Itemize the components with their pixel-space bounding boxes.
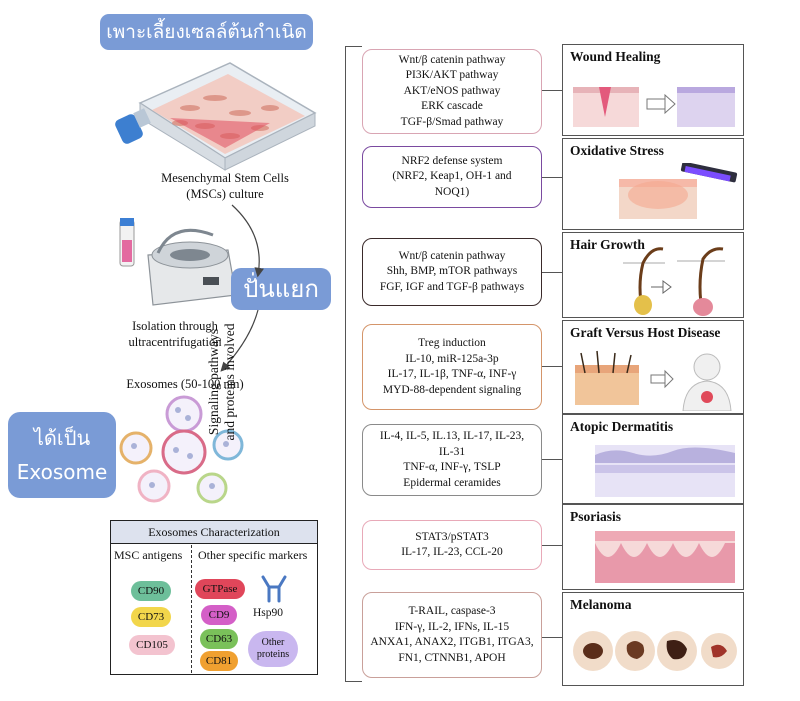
hair-growth-illustration bbox=[623, 247, 725, 316]
cd9-marker: CD9 bbox=[201, 605, 237, 625]
psoriasis-illustration bbox=[595, 531, 735, 583]
pathway-box-atopic: IL-4, IL-5, IL.13, IL-17, IL-23, IL-31 T… bbox=[362, 424, 542, 496]
connector bbox=[542, 366, 562, 367]
characterization-title: Exosomes Characterization bbox=[111, 521, 317, 544]
cd105-marker: CD105 bbox=[129, 635, 175, 655]
connector bbox=[542, 90, 562, 91]
pathway-box-gvhd: Treg induction IL-10, miR-125a-3p IL-17,… bbox=[362, 324, 542, 410]
gvhd-illustration bbox=[575, 350, 732, 411]
result-label: ได้เป็น Exosome bbox=[8, 412, 116, 498]
oxidative-stress-illustration bbox=[619, 163, 738, 219]
isolation-caption: Isolation through ultracentrifugation bbox=[128, 319, 222, 349]
melanoma-illustration bbox=[573, 631, 737, 671]
cd63-marker: CD63 bbox=[200, 629, 238, 649]
gtpase-marker: GTPase bbox=[195, 579, 245, 599]
disease-panel-oxidative-stress: Oxidative Stress bbox=[562, 138, 744, 230]
atopic-dermatitis-illustration bbox=[595, 445, 735, 497]
connector bbox=[542, 545, 562, 546]
msc-caption: Mesenchymal Stem Cells (MSCs) culture bbox=[161, 171, 289, 201]
pathway-box-hair: Wnt/β catenin pathway Shh, BMP, mTOR pat… bbox=[362, 238, 542, 306]
pathway-box-melanoma: T-RAIL, caspase-3 IFN-γ, IL-2, IFNs, IL-… bbox=[362, 592, 542, 678]
connector bbox=[542, 272, 562, 273]
disease-panel-wound-healing: Wound Healing bbox=[562, 44, 744, 136]
connector bbox=[542, 459, 562, 460]
exosome-vesicles-illustration bbox=[119, 395, 244, 504]
cd90-marker: CD90 bbox=[131, 581, 171, 601]
cd81-marker: CD81 bbox=[200, 651, 238, 671]
pathway-box-wound: Wnt/β catenin pathway PI3K/AKT pathway A… bbox=[362, 49, 542, 134]
connector bbox=[542, 637, 562, 638]
disease-panel-atopic-dermatitis: Atopic Dermatitis bbox=[562, 414, 744, 504]
culture-label: เพาะเลี้ยงเซลล์ต้นกำเนิด bbox=[100, 14, 313, 50]
connector bbox=[345, 46, 362, 47]
characterization-table: Exosomes Characterization MSC antigens O… bbox=[110, 520, 318, 675]
other-markers-header: Other specific markers bbox=[198, 548, 308, 562]
hsp90-icon bbox=[261, 575, 287, 603]
disease-panel-melanoma: Melanoma bbox=[562, 592, 744, 686]
hsp90-label: Hsp90 bbox=[253, 607, 284, 619]
cd73-marker: CD73 bbox=[131, 607, 171, 627]
msc-antigens-header: MSC antigens bbox=[114, 548, 183, 562]
column-divider bbox=[191, 545, 192, 673]
wound-healing-illustration bbox=[573, 87, 735, 127]
culture-flask-illustration bbox=[115, 62, 317, 171]
exosome-size-caption: Exosomes (50-100 nm) bbox=[126, 377, 244, 391]
connector bbox=[345, 681, 362, 682]
disease-panel-psoriasis: Psoriasis bbox=[562, 504, 744, 590]
disease-panel-gvhd: Graft Versus Host Disease bbox=[562, 320, 744, 414]
bracket-line bbox=[345, 46, 346, 682]
disease-panel-hair-growth: Hair Growth bbox=[562, 232, 744, 318]
centrifuge-illustration bbox=[119, 218, 237, 306]
centrifuge-label: ปั่นแยก bbox=[231, 268, 331, 310]
other-proteins-marker: Other proteins bbox=[248, 631, 298, 667]
pathway-box-oxidative: NRF2 defense system (NRF2, Keap1, OH-1 a… bbox=[362, 146, 542, 208]
connector bbox=[542, 177, 562, 178]
pathway-box-psoriasis: STAT3/pSTAT3 IL-17, IL-23, CCL-20 bbox=[362, 520, 542, 570]
signaling-vertical-label: Signaling pathways and proteins involved bbox=[206, 323, 237, 441]
